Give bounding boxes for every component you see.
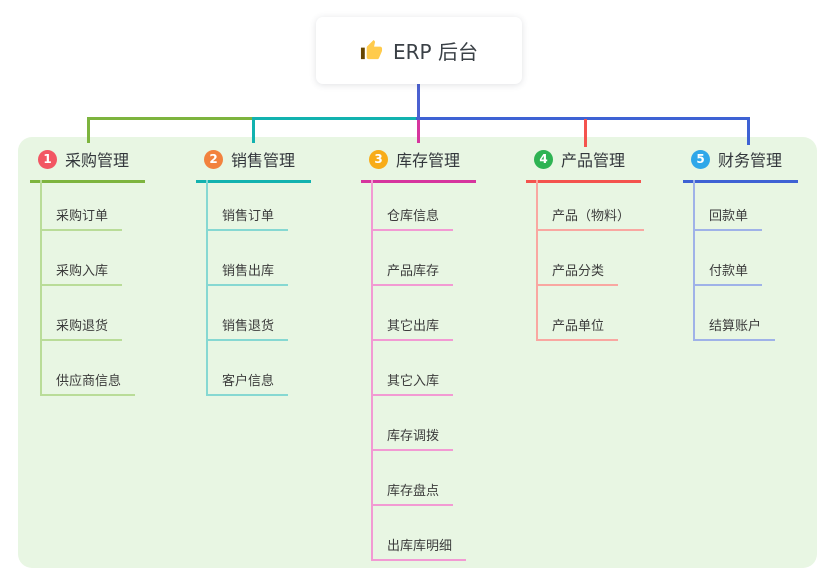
branch-trunk-line: [536, 180, 538, 341]
branch-number-badge: 5: [691, 149, 710, 169]
thumbs-up-icon: [360, 39, 383, 62]
node-other-outbound[interactable]: 其它出库: [371, 315, 454, 341]
branch-header-finance[interactable]: 5 财务管理: [683, 147, 799, 183]
connector-horizontal-branch2: [252, 117, 419, 120]
branch-title: 财务管理: [718, 151, 783, 170]
node-product-category[interactable]: 产品分类: [536, 260, 619, 286]
connector-horizontal-branch1: [87, 117, 253, 120]
node-product-unit[interactable]: 产品单位: [536, 315, 619, 341]
branch-number-badge: 4: [534, 149, 553, 169]
branch-number-badge: 2: [204, 149, 223, 169]
branch-number-badge: 3: [369, 149, 388, 169]
node-stock-taking[interactable]: 库存盘点: [371, 480, 454, 506]
branch-title: 库存管理: [396, 151, 461, 170]
connector-horizontal-branch5: [416, 117, 750, 120]
branch-number-badge: 1: [38, 149, 57, 169]
branch-trunk-line: [206, 180, 208, 396]
connector-drop-branch2: [252, 119, 255, 143]
node-product-stock[interactable]: 产品库存: [371, 260, 454, 286]
branch-trunk-line: [693, 180, 695, 341]
root-node[interactable]: ERP 后台: [316, 17, 522, 84]
branch-title: 销售管理: [231, 151, 296, 170]
node-outbound-detail[interactable]: 出库库明细: [371, 535, 467, 561]
node-other-inbound[interactable]: 其它入库: [371, 370, 454, 396]
node-purchase-return[interactable]: 采购退货: [40, 315, 123, 341]
node-supplier-info[interactable]: 供应商信息: [40, 370, 136, 396]
node-purchase-order[interactable]: 采购订单: [40, 205, 123, 231]
branch-header-sales[interactable]: 2 销售管理: [196, 147, 312, 183]
node-sales-return[interactable]: 销售退货: [206, 315, 289, 341]
branch-header-product[interactable]: 4 产品管理: [526, 147, 642, 183]
node-sales-order[interactable]: 销售订单: [206, 205, 289, 231]
node-customer-info[interactable]: 客户信息: [206, 370, 289, 396]
node-settlement-account[interactable]: 结算账户: [693, 315, 776, 341]
node-receipt-bill[interactable]: 回款单: [693, 205, 763, 231]
node-sales-outbound[interactable]: 销售出库: [206, 260, 289, 286]
connector-root-stub: [417, 84, 420, 120]
node-purchase-inbound[interactable]: 采购入库: [40, 260, 123, 286]
branch-header-purchase[interactable]: 1 采购管理: [30, 147, 146, 183]
branches-background-panel: [18, 137, 817, 568]
connector-drop-branch1: [87, 119, 90, 143]
branch-title: 产品管理: [561, 151, 626, 170]
node-payment-bill[interactable]: 付款单: [693, 260, 763, 286]
root-title: ERP 后台: [393, 40, 478, 64]
branch-header-inventory[interactable]: 3 库存管理: [361, 147, 477, 183]
node-stock-transfer[interactable]: 库存调拨: [371, 425, 454, 451]
node-product-material[interactable]: 产品（物料）: [536, 205, 645, 231]
branch-trunk-line: [371, 180, 373, 561]
connector-drop-branch3: [417, 120, 420, 143]
connector-drop-branch5: [747, 119, 750, 145]
branch-title: 采购管理: [65, 151, 130, 170]
connector-drop-branch4: [584, 119, 587, 147]
node-warehouse-info[interactable]: 仓库信息: [371, 205, 454, 231]
branch-trunk-line: [40, 180, 42, 396]
